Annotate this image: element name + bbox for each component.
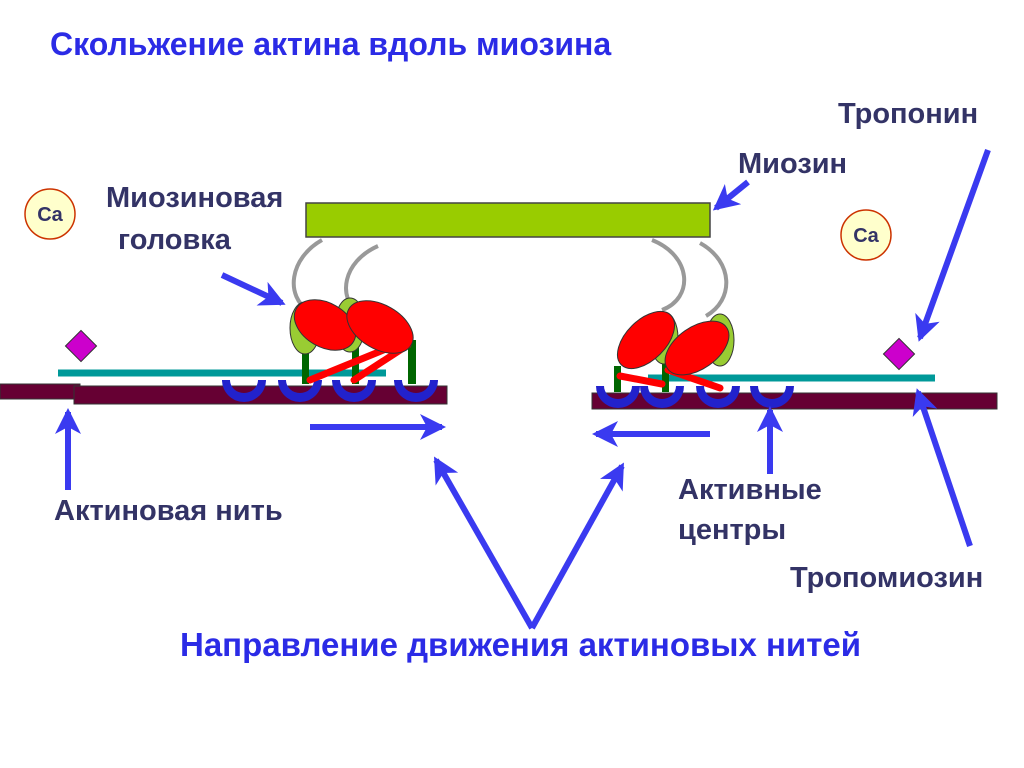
myosin-head-label-line1: Миозиновая bbox=[106, 182, 284, 214]
active-center bbox=[640, 386, 684, 408]
arrow-to-tropomyosin bbox=[912, 388, 973, 547]
red-link bbox=[616, 372, 666, 388]
rod bbox=[302, 346, 309, 384]
rod bbox=[662, 364, 669, 392]
active-center bbox=[696, 386, 740, 408]
troponin-label: Тропонин bbox=[838, 98, 979, 130]
page-title: Скольжение актина вдоль миозина bbox=[50, 26, 612, 62]
actin-filament-right bbox=[591, 392, 998, 410]
myosin-head bbox=[664, 320, 730, 376]
active-center bbox=[222, 380, 266, 402]
arrow-to-myosin-head bbox=[220, 272, 286, 306]
arrow-direction-right bbox=[529, 462, 625, 630]
active-centers bbox=[222, 380, 794, 408]
arrow-to-myosin bbox=[712, 179, 750, 211]
active-center bbox=[332, 380, 376, 402]
calcium-ion-left: Ca bbox=[24, 188, 76, 240]
myosin-heads bbox=[293, 299, 730, 376]
active-center bbox=[278, 380, 322, 402]
neck-right-1 bbox=[651, 238, 687, 312]
myosin-head bbox=[293, 299, 357, 351]
myosin-head bbox=[346, 300, 414, 354]
myosin-head-label-line2: головка bbox=[118, 224, 231, 256]
calcium-ion-left-label: Ca bbox=[37, 204, 63, 226]
troponin-right bbox=[882, 337, 916, 371]
active-centers-label-line2: центры bbox=[678, 514, 787, 546]
direction-label: Направление движения актиновых нитей bbox=[180, 626, 861, 663]
myosin-label: Миозин bbox=[738, 148, 848, 180]
active-center bbox=[394, 380, 438, 402]
neck-right-2 bbox=[698, 241, 729, 318]
active-centers-label-line1: Активные bbox=[678, 474, 822, 506]
calcium-ion-right-label: Ca bbox=[853, 225, 879, 247]
arrow-direction-left bbox=[433, 456, 535, 630]
active-center bbox=[750, 386, 794, 408]
actin-filament-left-end bbox=[0, 383, 81, 400]
arrow-to-troponin bbox=[915, 148, 991, 342]
annotation-arrows bbox=[55, 148, 991, 630]
myosin-bar bbox=[305, 202, 711, 238]
rod bbox=[614, 366, 621, 392]
active-center bbox=[596, 386, 640, 408]
myosin-head bbox=[616, 310, 676, 370]
tropomyosin-label: Тропомиозин bbox=[790, 562, 984, 594]
calcium-ion-right: Ca bbox=[840, 209, 892, 261]
troponin-left bbox=[64, 329, 98, 363]
actin-filament-label: Актиновая нить bbox=[54, 495, 283, 527]
rod bbox=[408, 340, 416, 384]
